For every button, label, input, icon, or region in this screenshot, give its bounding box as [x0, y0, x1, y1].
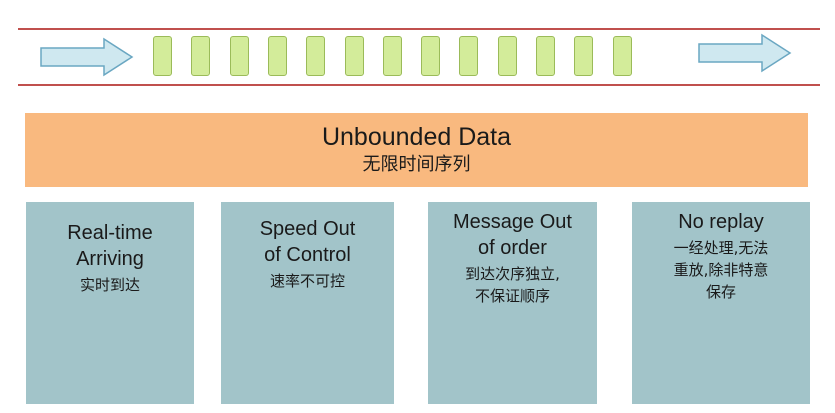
- card-title-line: of order: [478, 237, 547, 259]
- stream-data-block: [306, 36, 325, 76]
- card-sub-line: 保存: [705, 283, 736, 301]
- stream-data-block: [421, 36, 440, 76]
- card-title-line: Speed Out: [259, 218, 356, 240]
- card-subtitle: 到达次序独立, 不保证顺序: [428, 263, 597, 307]
- banner-subtitle: 无限时间序列: [362, 154, 471, 175]
- stream-data-block: [383, 36, 402, 76]
- card-title: Speed Out of Control: [221, 216, 394, 268]
- card-subtitle: 一经处理,无法 重放,除非特意 保存: [632, 237, 810, 303]
- card-title-line: Message Out: [453, 211, 572, 233]
- card-title: Real-time Arriving: [26, 220, 194, 272]
- card-sub-line: 不保证顺序: [474, 287, 550, 305]
- stream-data-block: [498, 36, 517, 76]
- banner-title: Unbounded Data: [321, 123, 512, 151]
- card-title: Message Out of order: [428, 209, 597, 261]
- card-title-line: No replay: [678, 211, 764, 233]
- unbounded-data-banner: Unbounded Data 无限时间序列: [25, 113, 808, 187]
- card-sub-line: 到达次序独立,: [465, 265, 560, 283]
- stream-data-block: [574, 36, 593, 76]
- card-realtime-arriving: Real-time Arriving 实时到达: [26, 202, 194, 404]
- stream-data-block: [613, 36, 632, 76]
- stream-data-block: [536, 36, 555, 76]
- card-title-line: Arriving: [76, 248, 144, 270]
- card-title: No replay: [632, 209, 810, 235]
- card-title-line: Real-time: [67, 222, 153, 244]
- stream-data-block: [345, 36, 364, 76]
- stream-blocks: [0, 0, 835, 110]
- card-sub-line: 速率不可控: [269, 272, 345, 290]
- card-subtitle: 速率不可控: [221, 270, 394, 292]
- card-sub-line: 实时到达: [79, 276, 140, 294]
- card-sub-line: 一经处理,无法: [673, 239, 769, 257]
- card-sub-line: 重放,除非特意: [673, 261, 769, 279]
- card-title-line: of Control: [264, 244, 351, 266]
- stream-data-block: [230, 36, 249, 76]
- stream-out-arrow-icon: [698, 33, 792, 73]
- stream-data-block: [153, 36, 172, 76]
- stream-data-block: [268, 36, 287, 76]
- stream-data-block: [459, 36, 478, 76]
- card-subtitle: 实时到达: [26, 274, 194, 296]
- stream-rail-bottom: [18, 84, 820, 86]
- card-no-replay: No replay 一经处理,无法 重放,除非特意 保存: [632, 202, 810, 404]
- card-speed-out-of-control: Speed Out of Control 速率不可控: [221, 202, 394, 404]
- stream-rail-top: [18, 28, 820, 30]
- card-message-out-of-order: Message Out of order 到达次序独立, 不保证顺序: [428, 202, 597, 404]
- stream-data-block: [191, 36, 210, 76]
- stream-in-arrow-icon: [40, 37, 134, 77]
